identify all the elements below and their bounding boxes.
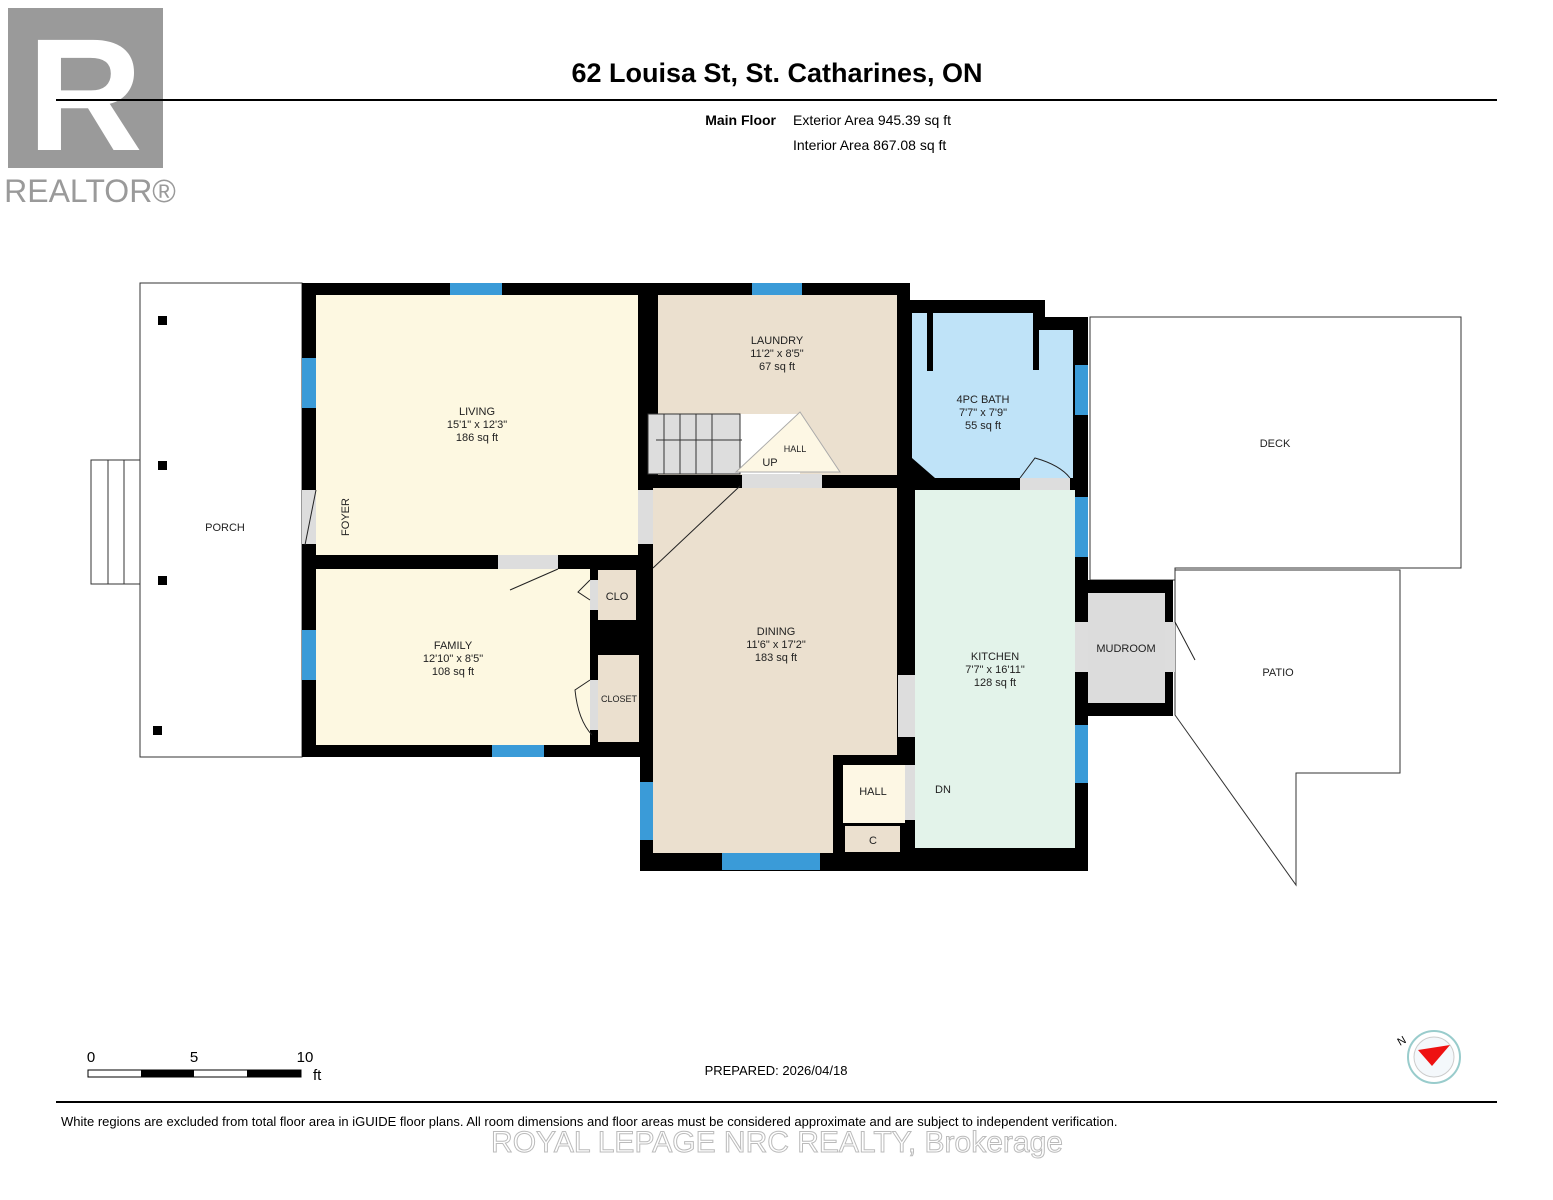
svg-text:55 sq ft: 55 sq ft: [965, 420, 1001, 432]
svg-text:183 sq ft: 183 sq ft: [755, 652, 797, 664]
svg-text:15'1" x 12'3": 15'1" x 12'3": [447, 419, 507, 431]
svg-text:R: R: [27, 5, 143, 184]
svg-text:12'10" x 8'5": 12'10" x 8'5": [423, 653, 483, 665]
label-dining: DINING 11'6" x 17'2" 183 sq ft: [746, 626, 806, 664]
svg-text:5: 5: [190, 1049, 198, 1066]
page-title: 62 Louisa St, St. Catharines, ON: [571, 58, 982, 88]
room-closet: [598, 655, 639, 742]
compass-icon: N: [1396, 1030, 1461, 1084]
label-closet: CLOSET: [601, 694, 638, 704]
exterior-area: Exterior Area 945.39 sq ft: [793, 112, 951, 128]
prepared-date: PREPARED: 2026/04/18: [705, 1063, 848, 1078]
scale-bar: 0 5 10 ft: [87, 1049, 322, 1084]
label-hall-lower: HALL: [859, 786, 887, 798]
svg-text:4PC BATH: 4PC BATH: [957, 394, 1010, 406]
label-clo: CLO: [606, 591, 629, 603]
label-foyer: FOYER: [340, 498, 352, 536]
room-hall-lower: [843, 765, 905, 823]
svg-text:KITCHEN: KITCHEN: [971, 651, 1019, 663]
svg-text:186 sq ft: 186 sq ft: [456, 432, 498, 444]
floor-label: Main Floor: [705, 112, 776, 128]
label-living: LIVING 15'1" x 12'3" 186 sq ft: [447, 406, 507, 444]
svg-text:7'7" x 7'9": 7'7" x 7'9": [959, 407, 1007, 419]
room-mudroom: [1088, 593, 1165, 703]
svg-text:ft: ft: [313, 1067, 322, 1084]
label-kitchen: KITCHEN 7'7" x 16'11" 128 sq ft: [965, 651, 1025, 689]
label-c: C: [869, 835, 877, 847]
label-dn: DN: [935, 784, 951, 796]
room-kitchen: [915, 490, 1075, 848]
door-openings: [302, 474, 1175, 820]
room-c: [845, 826, 900, 852]
svg-text:108 sq ft: 108 sq ft: [432, 666, 474, 678]
watermark: ROYAL LEPAGE NRC REALTY, Brokerage: [491, 1126, 1063, 1159]
svg-text:11'2" x 8'5": 11'2" x 8'5": [750, 348, 803, 360]
svg-text:128 sq ft: 128 sq ft: [974, 677, 1016, 689]
svg-text:N: N: [1396, 1034, 1409, 1048]
realtor-logo: R REALTOR®: [4, 5, 176, 209]
svg-text:REALTOR®: REALTOR®: [4, 173, 176, 209]
label-up: UP: [762, 457, 777, 469]
label-mudroom: MUDROOM: [1096, 643, 1155, 655]
svg-text:LAUNDRY: LAUNDRY: [751, 335, 804, 347]
room-hall-upper: [734, 411, 841, 473]
porch: [139, 282, 303, 758]
svg-text:DINING: DINING: [757, 626, 796, 638]
stairs: [647, 413, 742, 475]
svg-text:0: 0: [87, 1049, 95, 1066]
porch-posts: [153, 316, 167, 735]
label-deck: DECK: [1260, 438, 1291, 450]
room-family: [316, 569, 590, 745]
room-bath: [912, 313, 1073, 478]
porch-steps: [90, 459, 141, 585]
svg-text:10: 10: [297, 1049, 314, 1066]
room-clo: [598, 570, 636, 620]
svg-text:67 sq ft: 67 sq ft: [759, 361, 795, 373]
svg-text:11'6" x 17'2": 11'6" x 17'2": [746, 639, 806, 651]
svg-text:7'7" x 16'11": 7'7" x 16'11": [965, 664, 1025, 676]
label-porch: PORCH: [205, 522, 245, 534]
label-patio: PATIO: [1262, 667, 1294, 679]
label-hall-upper: HALL: [784, 444, 807, 454]
room-living: [316, 295, 638, 555]
label-bath: 4PC BATH 7'7" x 7'9" 55 sq ft: [957, 394, 1010, 432]
interior-area: Interior Area 867.08 sq ft: [793, 137, 946, 153]
door-swings: [304, 457, 1196, 736]
disclaimer: White regions are excluded from total fl…: [61, 1114, 1117, 1129]
windows: [302, 283, 1088, 870]
label-laundry: LAUNDRY 11'2" x 8'5" 67 sq ft: [750, 335, 804, 373]
svg-text:FAMILY: FAMILY: [434, 640, 473, 652]
label-family: FAMILY 12'10" x 8'5" 108 sq ft: [423, 640, 483, 678]
patio: [1174, 569, 1401, 887]
svg-text:LIVING: LIVING: [459, 406, 495, 418]
